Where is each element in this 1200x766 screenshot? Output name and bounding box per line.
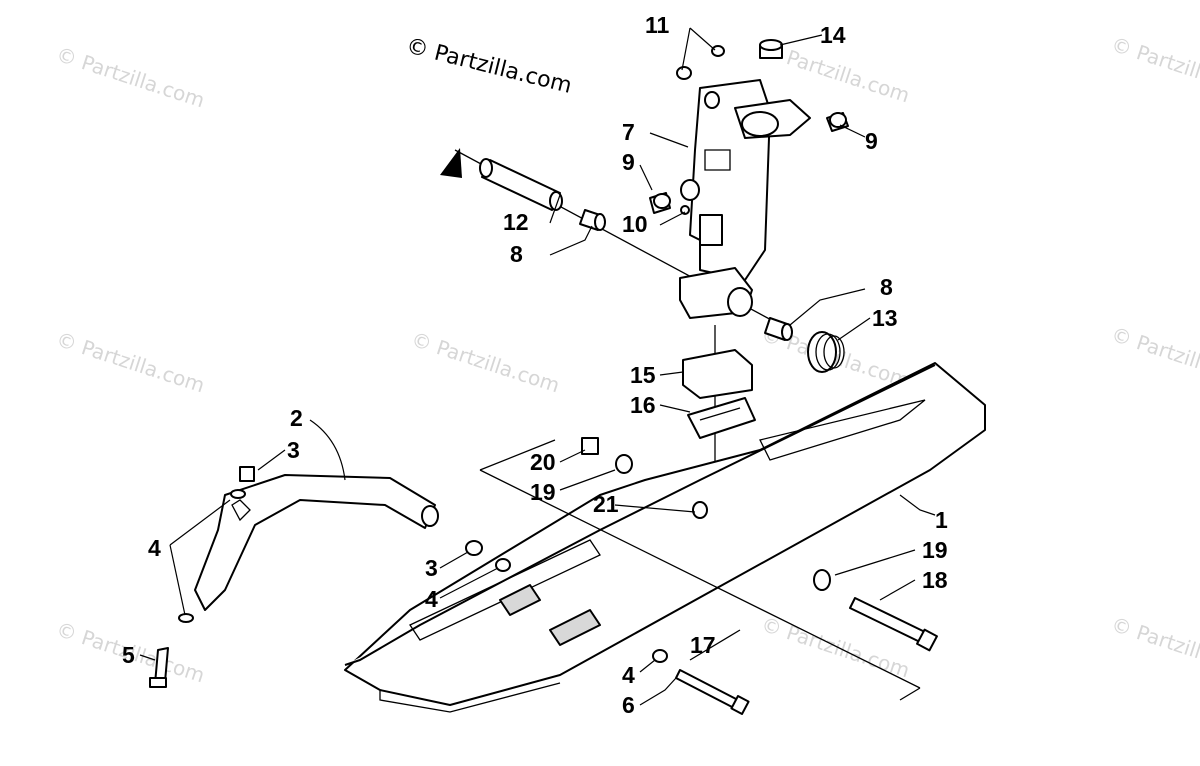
part-13-spring [807, 331, 845, 373]
callout-4: 4 [425, 586, 438, 612]
part-21-bushing [692, 501, 708, 519]
watermark: © Partzilla.com [53, 42, 207, 113]
callout-6: 6 [622, 692, 635, 718]
part-8-bushing-upper [579, 209, 606, 231]
part-14-cap [759, 39, 783, 59]
callout-13: 13 [872, 305, 898, 331]
callout-2: 2 [290, 405, 303, 431]
leader-lines [139, 27, 936, 706]
part-17-bracket-outline [479, 439, 921, 701]
callout-11: 11 [645, 12, 670, 38]
watermark: © Partzilla.com [1108, 322, 1200, 393]
callout-3: 3 [425, 555, 438, 581]
callout-15: 15 [630, 362, 656, 388]
part-4-washer-mid [495, 558, 511, 572]
part-4-washer-upper [230, 489, 246, 499]
part-10-grease-fitting [680, 205, 690, 215]
part-5-bolt [149, 647, 169, 688]
callout-16: 16 [630, 392, 656, 418]
watermark: © Partzilla.com [408, 327, 562, 398]
arrow-up-icon [440, 148, 462, 178]
part-4-washer-bottom [652, 649, 668, 663]
copyright-text: © Partzilla.com [404, 34, 575, 99]
callout-10: 10 [622, 211, 648, 237]
part-8-bushing-lower [764, 317, 793, 341]
callout-14: 14 [820, 22, 846, 48]
callout-5: 5 [122, 642, 135, 668]
watermark: © Partzilla.com [1108, 612, 1200, 683]
callout-19: 19 [530, 479, 556, 505]
part-7-spindle [679, 79, 811, 319]
part-19-washer-upper [615, 454, 633, 474]
part-19-washer-lower [813, 569, 831, 591]
part-6-bolt [675, 669, 750, 715]
callout-18: 18 [922, 567, 948, 593]
callout-8: 8 [880, 274, 893, 300]
callout-7: 7 [622, 119, 635, 145]
callout-9: 9 [622, 149, 635, 175]
callout-21: 21 [593, 491, 619, 517]
part-12-pin [479, 158, 563, 211]
part-18-bolt [849, 597, 938, 652]
callout-3: 3 [287, 437, 300, 463]
callout-9: 9 [865, 128, 878, 154]
part-2-handle [194, 474, 439, 611]
callout-17: 17 [690, 632, 716, 658]
callout-20: 20 [530, 449, 556, 475]
part-15-block [682, 349, 753, 399]
part-9-bushing-left [649, 192, 671, 214]
part-20-nut [581, 437, 599, 455]
callout-1: 1 [935, 507, 948, 533]
watermark: © Partzilla.com [1108, 32, 1200, 103]
part-4-washer-lower [178, 613, 194, 623]
part-3-nut-upper [239, 466, 255, 482]
callout-19: 19 [922, 537, 948, 563]
part-9-bushing-right [826, 112, 849, 132]
part-11-nut [676, 45, 725, 80]
callouts: 1 2 3 3 4 4 4 5 6 7 8 8 9 9 10 11 12 13 … [122, 12, 948, 718]
callout-8: 8 [510, 241, 523, 267]
part-3-nut-lower [465, 540, 483, 556]
callout-4: 4 [622, 662, 635, 688]
callout-4: 4 [148, 535, 161, 561]
part-1-ski [344, 362, 986, 713]
watermark: © Partzilla.com [53, 327, 207, 398]
callout-12: 12 [503, 209, 529, 235]
part-16-wear-pad [687, 397, 756, 439]
